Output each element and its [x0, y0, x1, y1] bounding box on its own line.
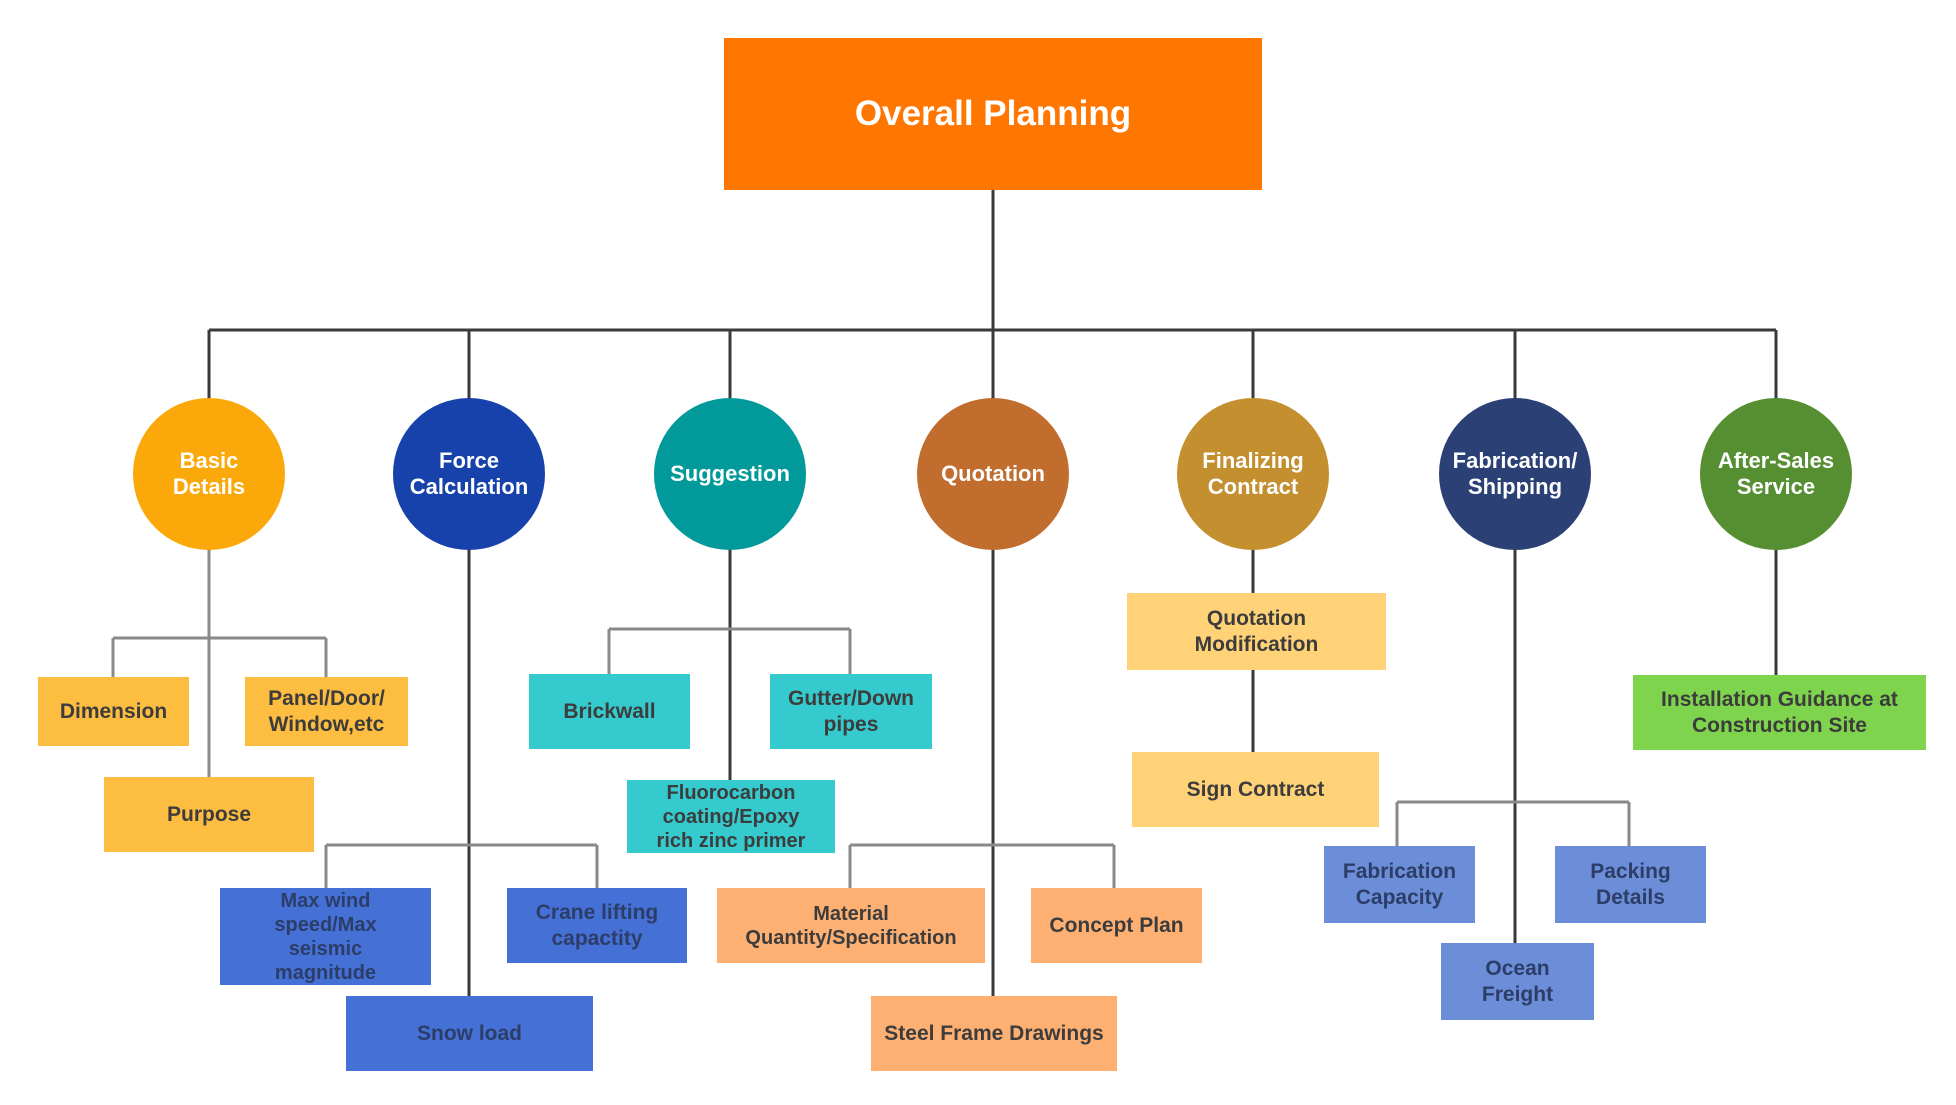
item-crane-lifting-capacity: Crane lifting capactity: [507, 888, 687, 963]
root-node-overall-planning: Overall Planning: [724, 38, 1262, 190]
item-quotation-modification: Quotation Modification: [1127, 593, 1386, 670]
root-label: Overall Planning: [854, 94, 1132, 133]
category-basic-details: Basic Details: [133, 398, 285, 550]
item-label: Snow load: [417, 1021, 522, 1045]
item-installation-guidance: Installation Guidance at Construction Si…: [1633, 675, 1926, 750]
category-label: Finalizing Contract: [1202, 447, 1304, 499]
category-label: After-Sales Service: [1717, 447, 1835, 499]
item-ocean-freight: Ocean Freight: [1441, 943, 1594, 1020]
item-label: Packing Details: [1590, 860, 1671, 909]
item-material-quantity: Material Quantity/Specification: [717, 888, 985, 963]
item-sign-contract: Sign Contract: [1132, 752, 1379, 827]
item-fluorocarbon-coating: Fluorocarbon coating/Epoxy rich zinc pri…: [627, 780, 835, 853]
item-concept-plan: Concept Plan: [1031, 888, 1202, 963]
item-label: Material Quantity/Specification: [745, 902, 957, 949]
item-label: Max wind speed/Max seismic magnitude: [274, 889, 377, 984]
item-label: Sign Contract: [1186, 777, 1325, 801]
category-label: Basic Details: [172, 447, 246, 499]
item-label: Ocean Freight: [1481, 957, 1554, 1006]
item-panel-door-window: Panel/Door/ Window,etc: [245, 677, 408, 746]
item-label: Fluorocarbon coating/Epoxy rich zinc pri…: [656, 781, 806, 852]
item-label: Quotation Modification: [1194, 607, 1319, 656]
item-label: Brickwall: [563, 699, 656, 723]
category-label: Suggestion: [670, 460, 790, 486]
item-packing-details: Packing Details: [1555, 846, 1706, 923]
category-label: Force Calculation: [409, 447, 529, 499]
category-finalizing-contract: Finalizing Contract: [1177, 398, 1329, 550]
category-force-calculation: Force Calculation: [393, 398, 545, 550]
category-quotation: Quotation: [917, 398, 1069, 550]
item-dimension: Dimension: [38, 677, 189, 746]
category-suggestion: Suggestion: [654, 398, 806, 550]
item-fabrication-capacity: Fabrication Capacity: [1324, 846, 1475, 923]
item-steel-frame-drawings: Steel Frame Drawings: [871, 996, 1117, 1071]
category-label: Fabrication/ Shipping: [1452, 447, 1578, 499]
item-max-wind-speed: Max wind speed/Max seismic magnitude: [220, 888, 431, 985]
category-fabrication-shipping: Fabrication/ Shipping: [1439, 398, 1591, 550]
item-label: Gutter/Down pipes: [788, 687, 914, 736]
item-snow-load: Snow load: [346, 996, 593, 1071]
category-label: Quotation: [941, 460, 1045, 486]
item-label: Crane lifting capactity: [535, 901, 659, 950]
item-label: Purpose: [166, 802, 252, 826]
item-label: Steel Frame Drawings: [884, 1021, 1104, 1045]
item-label: Fabrication Capacity: [1342, 860, 1457, 909]
item-label: Dimension: [59, 699, 168, 723]
item-label: Concept Plan: [1049, 913, 1184, 937]
item-gutter-down-pipes: Gutter/Down pipes: [770, 674, 932, 749]
item-purpose: Purpose: [104, 777, 314, 852]
item-label: Installation Guidance at Construction Si…: [1661, 688, 1898, 737]
item-brickwall: Brickwall: [529, 674, 690, 749]
item-label: Panel/Door/ Window,etc: [268, 687, 385, 736]
category-after-sales-service: After-Sales Service: [1700, 398, 1852, 550]
